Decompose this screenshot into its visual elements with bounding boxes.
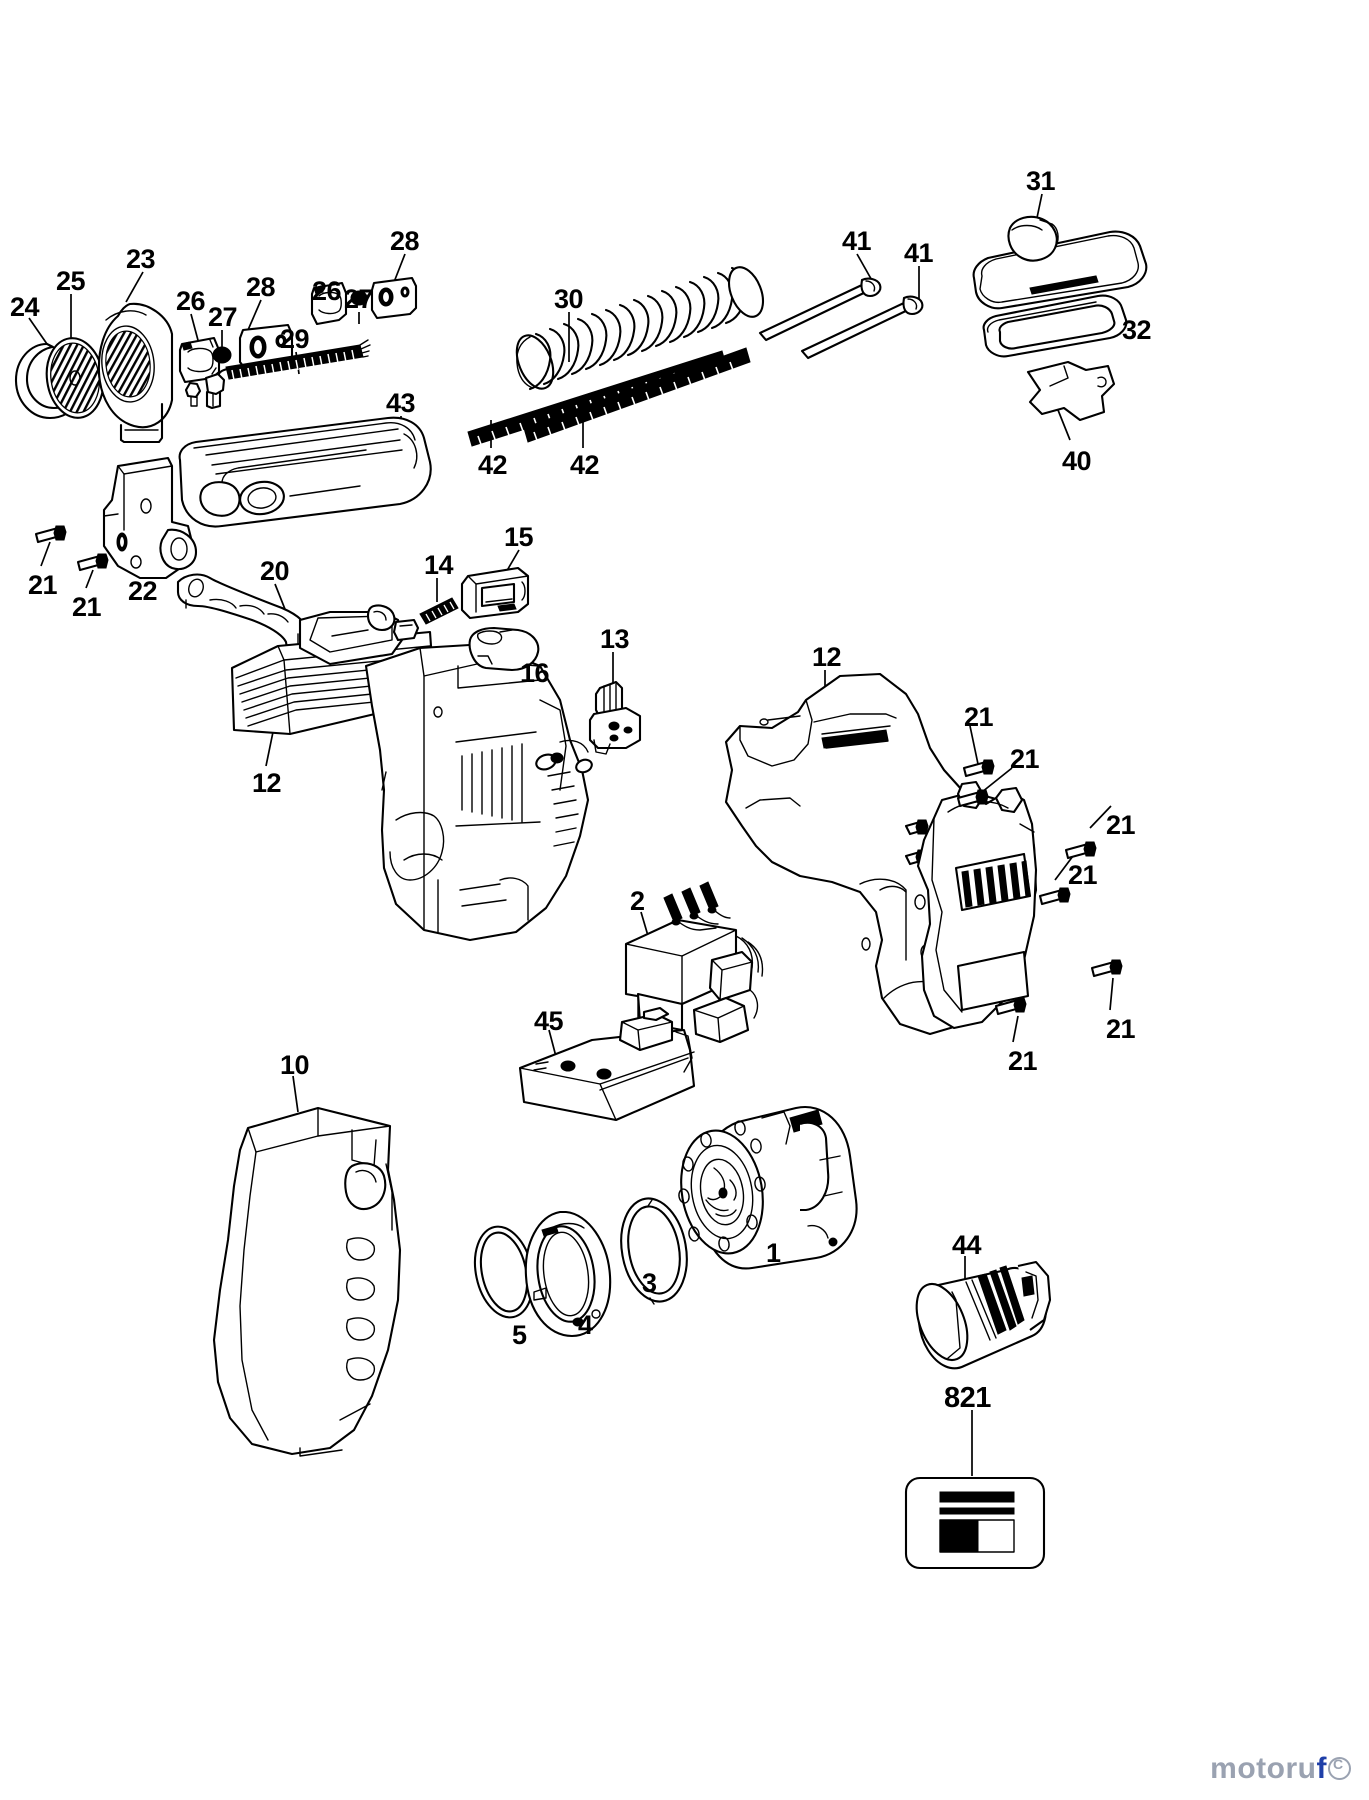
- part-23-fan-housing: [97, 302, 202, 444]
- callout-42-b: 42: [570, 450, 600, 480]
- callout-5: 5: [512, 1320, 527, 1350]
- callout-42-a: 42: [478, 450, 508, 480]
- part-21-screw-right-a: [962, 759, 995, 778]
- callout-30: 30: [554, 284, 584, 314]
- callout-23: 23: [126, 244, 156, 274]
- callout-26-b: 26: [312, 276, 342, 306]
- callout-12-b: 12: [812, 642, 842, 672]
- part-45-battery-pack: [518, 1006, 696, 1122]
- part-21-screw-right-e: [1090, 959, 1123, 978]
- part-21-screw-left-a: [34, 525, 67, 544]
- site-watermark: motoruf: [1210, 1752, 1351, 1786]
- callout-44: 44: [952, 1230, 982, 1260]
- callout-26-a: 26: [176, 286, 206, 316]
- callout-21-g: 21: [1106, 1014, 1136, 1044]
- part-28-clamp-plate-b: [370, 276, 418, 320]
- part-5-gasket-ring: [473, 1225, 535, 1319]
- callout-25: 25: [56, 266, 86, 296]
- part-14-spring-pin: [419, 597, 459, 625]
- callout-41-b: 41: [904, 238, 934, 268]
- callout-45: 45: [534, 1006, 564, 1036]
- callout-15: 15: [504, 522, 534, 552]
- part-27-screw-b: [350, 290, 368, 306]
- callout-10: 10: [280, 1050, 310, 1080]
- callout-22: 22: [128, 576, 158, 606]
- part-27-screw-a: [212, 346, 232, 364]
- copyright-icon: [1328, 1756, 1351, 1780]
- callout-21-f: 21: [1068, 860, 1098, 890]
- callout-2: 2: [630, 886, 645, 916]
- callout-21-e: 21: [1106, 810, 1136, 840]
- callout-14: 14: [424, 550, 454, 580]
- part-43-handle-grip: [178, 416, 432, 528]
- callout-21-h: 21: [1008, 1046, 1038, 1076]
- watermark-text-left: motoru: [1210, 1752, 1317, 1785]
- callout-3: 3: [642, 1268, 657, 1298]
- part-44-adapter-sleeve: [915, 1260, 1052, 1370]
- part-21-screw-right-d: [1038, 887, 1071, 906]
- callout-1: 1: [766, 1238, 781, 1268]
- part-31-filter-cover: [972, 215, 1148, 310]
- callout-24: 24: [10, 292, 40, 322]
- callout-20: 20: [260, 556, 290, 586]
- callout-21-b: 21: [72, 592, 102, 622]
- callout-821: 821: [944, 1382, 991, 1414]
- part-16-cap-cover: [468, 626, 540, 672]
- part-12-housing-half-left: [230, 604, 593, 942]
- part-21-screw-right-f: [994, 997, 1027, 1016]
- part-3-motor-seal-ring: [620, 1197, 688, 1305]
- part-821-label-plate: [904, 1476, 1046, 1570]
- callout-16: 16: [520, 658, 550, 688]
- part-25-fan-impeller: [45, 337, 105, 419]
- callout-32: 32: [1122, 315, 1152, 345]
- callout-27-a: 27: [208, 302, 238, 332]
- part-30-coil-spring-large: [515, 266, 765, 391]
- part-4-motor-mount-ring: [524, 1210, 612, 1338]
- callout-4: 4: [578, 1310, 593, 1340]
- part-41-long-bolt-a: [758, 277, 882, 342]
- callout-27-b: 27: [344, 284, 374, 314]
- callout-21-a: 21: [28, 570, 58, 600]
- part-10-collection-bag: [212, 1106, 402, 1457]
- callout-21-d: 21: [1010, 744, 1040, 774]
- part-26-cable-clamp-b: [310, 281, 348, 326]
- callout-41-a: 41: [842, 226, 872, 256]
- callout-43: 43: [386, 388, 416, 418]
- part-29-cable: [204, 339, 371, 410]
- part-21-screw-right-c: [1064, 841, 1097, 860]
- part-26-cable-clamp-a: [178, 336, 221, 384]
- callout-28-b: 28: [390, 226, 420, 256]
- part-15-switch-box: [460, 566, 530, 620]
- part-1-motor: [678, 1105, 858, 1270]
- part-32-filter-gasket: [982, 294, 1128, 358]
- callout-12-a: 12: [252, 768, 282, 798]
- part-41-long-bolt-b: [800, 295, 924, 360]
- part-12-housing-half-right: [724, 672, 1038, 1036]
- callout-21-c: 21: [964, 702, 994, 732]
- part-21-screw-left-b: [76, 553, 109, 572]
- callout-31: 31: [1026, 166, 1056, 196]
- callout-29: 29: [280, 324, 310, 354]
- part-21-screw-right-b: [956, 789, 989, 808]
- part-22-nozzle-adapter: [102, 456, 198, 580]
- part-42-coil-spring-a: [467, 350, 727, 448]
- watermark-text-right: f: [1316, 1752, 1327, 1785]
- part-40-deflector-baffle: [1026, 360, 1116, 422]
- callout-40: 40: [1062, 446, 1092, 476]
- part-13-terminal-block: [588, 680, 642, 755]
- part-42-coil-spring-b: [523, 347, 751, 444]
- callout-13: 13: [600, 624, 630, 654]
- callout-28-a: 28: [246, 272, 276, 302]
